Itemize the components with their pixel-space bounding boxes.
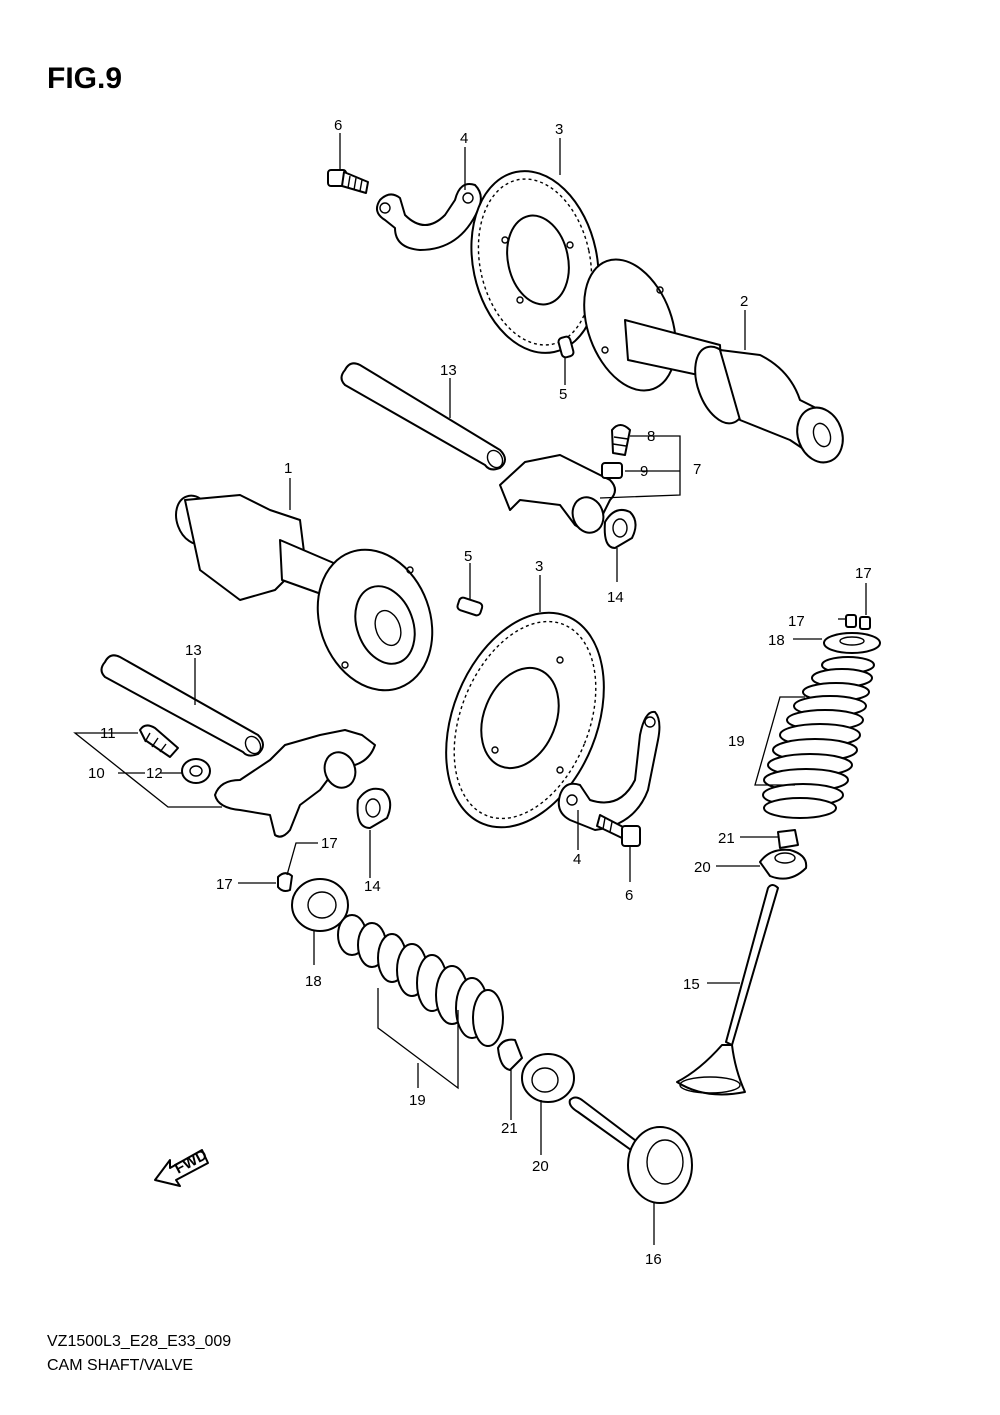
- part-1-camshaft: [175, 494, 434, 692]
- callout-labels: 6 4 3 2 5 13 8 9 7 1 5 3 14 17 17 18 13 …: [88, 117, 872, 1268]
- part-10-rocker-arm-lower: [214, 729, 376, 838]
- callout-11: 11: [100, 725, 116, 742]
- part-5-pin-upper: [557, 335, 575, 359]
- part-14-washer-upper: [603, 509, 637, 549]
- part-16-valve: [568, 1096, 693, 1204]
- part-21-seal-right: [777, 829, 799, 849]
- part-4-retainer-middle: [557, 710, 661, 831]
- callout-8: 8: [647, 428, 655, 445]
- callout-20-left: 20: [532, 1158, 549, 1175]
- part-4-retainer-upper: [375, 183, 482, 251]
- part-19-spring-left: [337, 914, 504, 1047]
- callout-5-upper: 5: [559, 386, 567, 403]
- callout-16: 16: [645, 1251, 662, 1268]
- callout-6-middle: 6: [625, 887, 633, 904]
- part-21-seal-left: [497, 1038, 523, 1071]
- callout-12: 12: [146, 765, 163, 782]
- callout-18-right: 18: [768, 632, 785, 649]
- part-20-seat-right: [759, 848, 808, 880]
- leader-lines: [73, 133, 867, 1245]
- part-18-retainer-right: [823, 632, 881, 654]
- callout-17-left: 17: [216, 876, 233, 893]
- part-3-cam-sprocket-upper: [470, 170, 600, 354]
- part-9-nut: [601, 462, 623, 479]
- callout-6-upper: 6: [334, 117, 342, 134]
- callout-4-upper: 4: [460, 130, 468, 147]
- callout-4-middle: 4: [573, 851, 581, 868]
- part-19-spring-right: [762, 656, 875, 819]
- callout-21-left: 21: [501, 1120, 518, 1137]
- callout-17-right: 17: [788, 613, 805, 630]
- part-3-cam-sprocket-middle: [445, 611, 605, 829]
- part-11-adjust-screw: [139, 724, 179, 758]
- callout-19-right: 19: [728, 733, 745, 750]
- part-13-rocker-shaft-lower: [100, 654, 264, 757]
- callout-17-left-upper: 17: [321, 835, 338, 852]
- callout-13-lower: 13: [185, 642, 202, 659]
- figure-code: VZ1500L3_E28_E33_009: [47, 1333, 232, 1350]
- fwd-arrow-icon: FWD: [154, 1146, 210, 1187]
- callout-21-right: 21: [718, 830, 735, 847]
- part-17-cotter-left: [277, 872, 293, 892]
- part-6-bolt-middle: [596, 814, 641, 847]
- callout-10: 10: [88, 765, 105, 782]
- callout-9: 9: [640, 463, 648, 480]
- callout-18-left: 18: [305, 973, 322, 990]
- callout-2: 2: [740, 293, 748, 310]
- callout-14-lower: 14: [364, 878, 381, 895]
- callout-13-upper: 13: [440, 362, 457, 379]
- part-15-valve: [676, 884, 779, 1096]
- callout-3-middle: 3: [535, 558, 543, 575]
- part-17-cotter-right-b: [859, 616, 871, 630]
- figure-title: FIG.9: [47, 62, 123, 95]
- part-5-pin-middle: [456, 596, 484, 617]
- callout-5-middle: 5: [464, 548, 472, 565]
- part-14-washer-lower: [356, 787, 392, 829]
- figure-name: CAM SHAFT/VALVE: [47, 1357, 194, 1374]
- callout-7: 7: [693, 461, 701, 478]
- callout-19-left: 19: [409, 1092, 426, 1109]
- callout-15: 15: [683, 976, 700, 993]
- part-8-adjust-screw: [611, 424, 631, 456]
- part-18-retainer-left: [291, 878, 349, 932]
- callout-14-upper: 14: [607, 589, 624, 606]
- callout-17-right-top: 17: [855, 565, 872, 582]
- part-17-cotter-right-a: [845, 614, 857, 628]
- callout-1: 1: [284, 460, 292, 477]
- callout-20-right: 20: [694, 859, 711, 876]
- part-13-rocker-shaft-upper: [340, 362, 506, 471]
- part-7-rocker-arm-upper: [499, 454, 616, 534]
- part-6-bolt-upper: [327, 169, 369, 194]
- part-12-nut: [181, 758, 211, 784]
- part-20-seat-left: [521, 1053, 575, 1103]
- callout-3-upper: 3: [555, 121, 563, 138]
- part-2-camshaft: [583, 258, 844, 464]
